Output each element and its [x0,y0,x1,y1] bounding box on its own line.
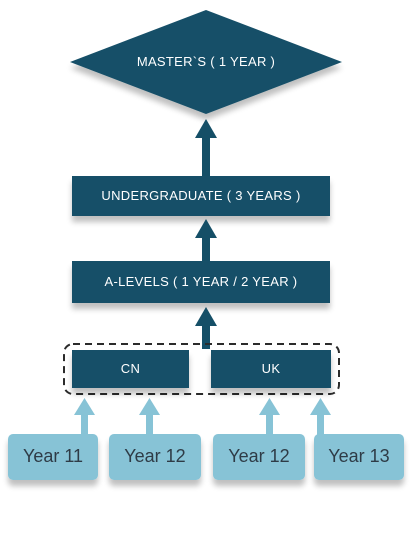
year-arrows [74,398,331,436]
year-box-3 [213,434,305,480]
alevels-box [72,261,330,303]
masters-label: MASTER`S ( 1 YEAR ) [136,54,276,69]
undergraduate-box [72,176,330,216]
arrow-shaft-al-ug [202,234,210,261]
undergraduate-label: UNDERGRADUATE ( 3 YEARS ) [101,188,301,203]
year-label-1: Year 11 [22,446,84,466]
alevels-label: A-LEVELS ( 1 YEAR / 2 YEAR ) [104,274,298,289]
year-arrow-head-1 [74,398,95,415]
year-arrow-head-4 [310,398,331,415]
year-box-2 [109,434,201,480]
year-label-3: Year 12 [228,446,290,466]
year-box-4 [314,434,404,480]
arrow-head-ug-masters [195,119,217,138]
arrow-shaft-ug-masters [202,134,210,176]
uk-label: UK [261,361,281,376]
uk-box [211,350,331,388]
arrow-head-al-ug [195,219,217,238]
cn-label: CN [120,361,141,376]
year-label-4: Year 13 [328,446,390,466]
year-arrow-head-3 [259,398,280,415]
year-arrow-shaft-2 [146,414,153,436]
year-arrow-shaft-1 [81,414,88,436]
year-arrow-shaft-3 [266,414,273,436]
arrow-shaft-group-al [202,322,210,349]
year-arrow-shaft-4 [317,414,324,436]
year-arrow-head-2 [139,398,160,415]
masters-diamond [70,10,342,114]
pathway-group-border [63,343,340,395]
arrow-head-group-al [195,307,217,326]
year-box-1 [8,434,98,480]
cn-box [72,350,189,388]
year-label-2: Year 12 [124,446,186,466]
